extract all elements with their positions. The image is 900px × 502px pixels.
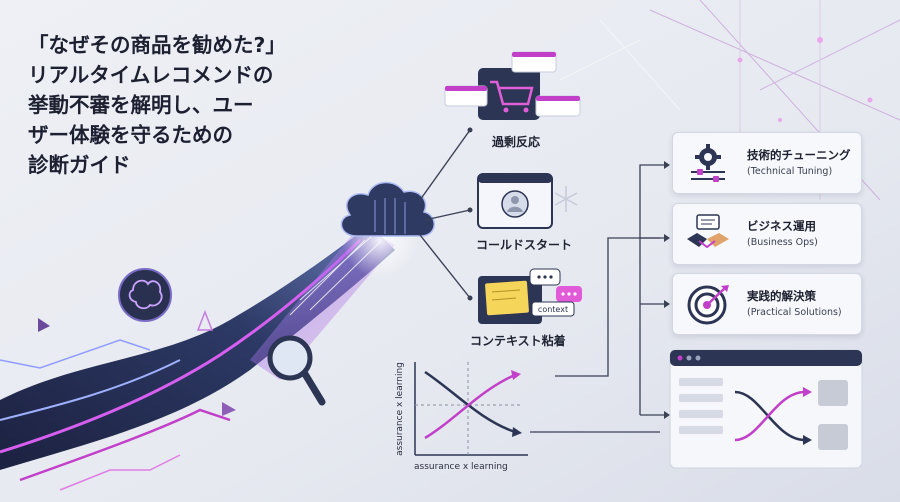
title-line: リアルタイムレコメンドの — [28, 63, 274, 87]
snowflake-icon — [554, 186, 578, 212]
solution-card-business-ops: ビジネス運用 (Business Ops) — [672, 203, 862, 265]
page-title: 「なぜその商品を勧めた?」 リアルタイムレコメンドの 挙動不審を解明し、ユー ザ… — [28, 30, 358, 180]
cause-label-context-stickiness: コンテキスト粘着 — [470, 334, 566, 348]
solution-connectors — [530, 164, 664, 433]
graph-y-axis-label: assurance x learning — [394, 362, 405, 456]
solution-subtitle: (Business Ops) — [747, 237, 818, 248]
dashboard-panel — [669, 349, 863, 469]
title-line: 診断ガイド — [28, 153, 131, 177]
handshake-icon — [687, 214, 729, 249]
title-line: 「なぜその商品を勧めた?」 — [28, 33, 286, 57]
crossing-graph — [414, 362, 528, 456]
solution-title: ビジネス運用 — [747, 219, 816, 233]
cloud-icon — [340, 181, 435, 237]
brain-icon — [118, 268, 172, 322]
solution-card-practical-solutions: 実践的解決策 (Practical Solutions) — [672, 273, 862, 335]
title-line: ザー体験を守るための — [28, 123, 233, 147]
user-profile-icon — [477, 173, 553, 229]
data-stream — [0, 225, 395, 470]
solution-title: 実践的解決策 — [747, 289, 816, 303]
cause-connectors — [419, 129, 471, 299]
gear-sliders-icon — [691, 144, 725, 182]
sticky-note-icon — [478, 268, 582, 324]
context-tag: context — [538, 305, 568, 314]
solution-title: 技術的チューニング — [747, 148, 851, 162]
graph-x-axis-label: assurance x learning — [414, 462, 508, 472]
target-icon — [687, 285, 729, 325]
solution-card-technical-tuning: 技術的チューニング (Technical Tuning) — [672, 132, 862, 194]
cause-label-overreaction: 過剰反応 — [492, 135, 541, 149]
magnifier-icon — [267, 335, 326, 406]
solution-subtitle: (Technical Tuning) — [747, 166, 833, 177]
cause-label-cold-start: コールドスタート — [476, 238, 573, 252]
solution-subtitle: (Practical Solutions) — [747, 307, 842, 318]
shopping-cart-icon — [444, 51, 581, 120]
title-line: 挙動不審を解明し、ユー — [28, 93, 254, 117]
